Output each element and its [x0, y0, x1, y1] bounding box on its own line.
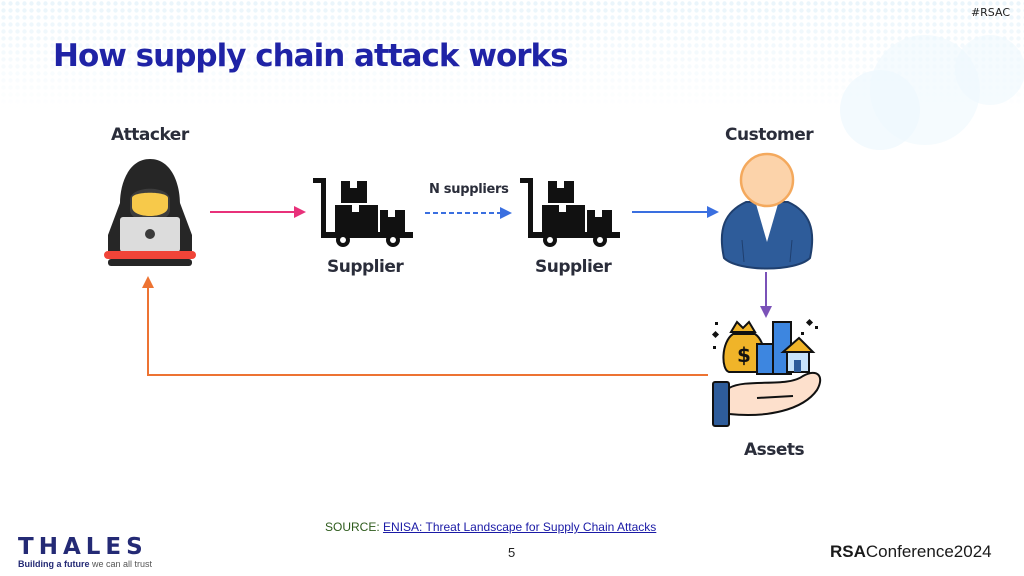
rsa-logo-year: 2024: [953, 542, 992, 561]
rsa-logo-conference: Conference: [865, 542, 954, 561]
svg-text:$: $: [737, 343, 751, 367]
arrow-assets-to-attacker: [142, 276, 708, 376]
n-suppliers-label: N suppliers: [429, 182, 509, 197]
hand-holding-money-buildings-icon: $: [711, 318, 822, 427]
thales-tagline-rest: we can all trust: [92, 559, 153, 569]
supplier-1-label: Supplier: [327, 257, 404, 277]
supplier-2-label: Supplier: [535, 257, 612, 277]
hashtag-label: #RSAC: [970, 6, 1010, 19]
rsa-conference-logo: RSAConference2024: [830, 542, 992, 562]
source-citation: SOURCE: ENISA: Threat Landscape for Supp…: [325, 520, 656, 534]
assets-label: Assets: [744, 440, 805, 460]
rsa-logo-bold: RSA: [830, 542, 866, 561]
thales-tagline-bold: Building a future: [18, 559, 90, 569]
page-number: 5: [508, 545, 516, 560]
thales-tagline: Building a future we can all trust: [18, 559, 152, 569]
hand-truck-boxes-icon: [520, 178, 620, 247]
page-title: How supply chain attack works: [53, 38, 569, 74]
hooded-hacker-laptop-icon: [104, 159, 196, 266]
thales-logo-name: THALES: [18, 534, 148, 560]
source-link[interactable]: ENISA: Threat Landscape for Supply Chain…: [383, 520, 657, 534]
thales-logo: THALES Building a future we can all trus…: [18, 534, 152, 570]
customer-label: Customer: [725, 125, 814, 145]
hand-truck-boxes-icon: [313, 178, 413, 247]
attacker-label: Attacker: [111, 125, 189, 145]
source-prefix: SOURCE:: [325, 520, 380, 534]
businessman-icon: [720, 152, 814, 270]
